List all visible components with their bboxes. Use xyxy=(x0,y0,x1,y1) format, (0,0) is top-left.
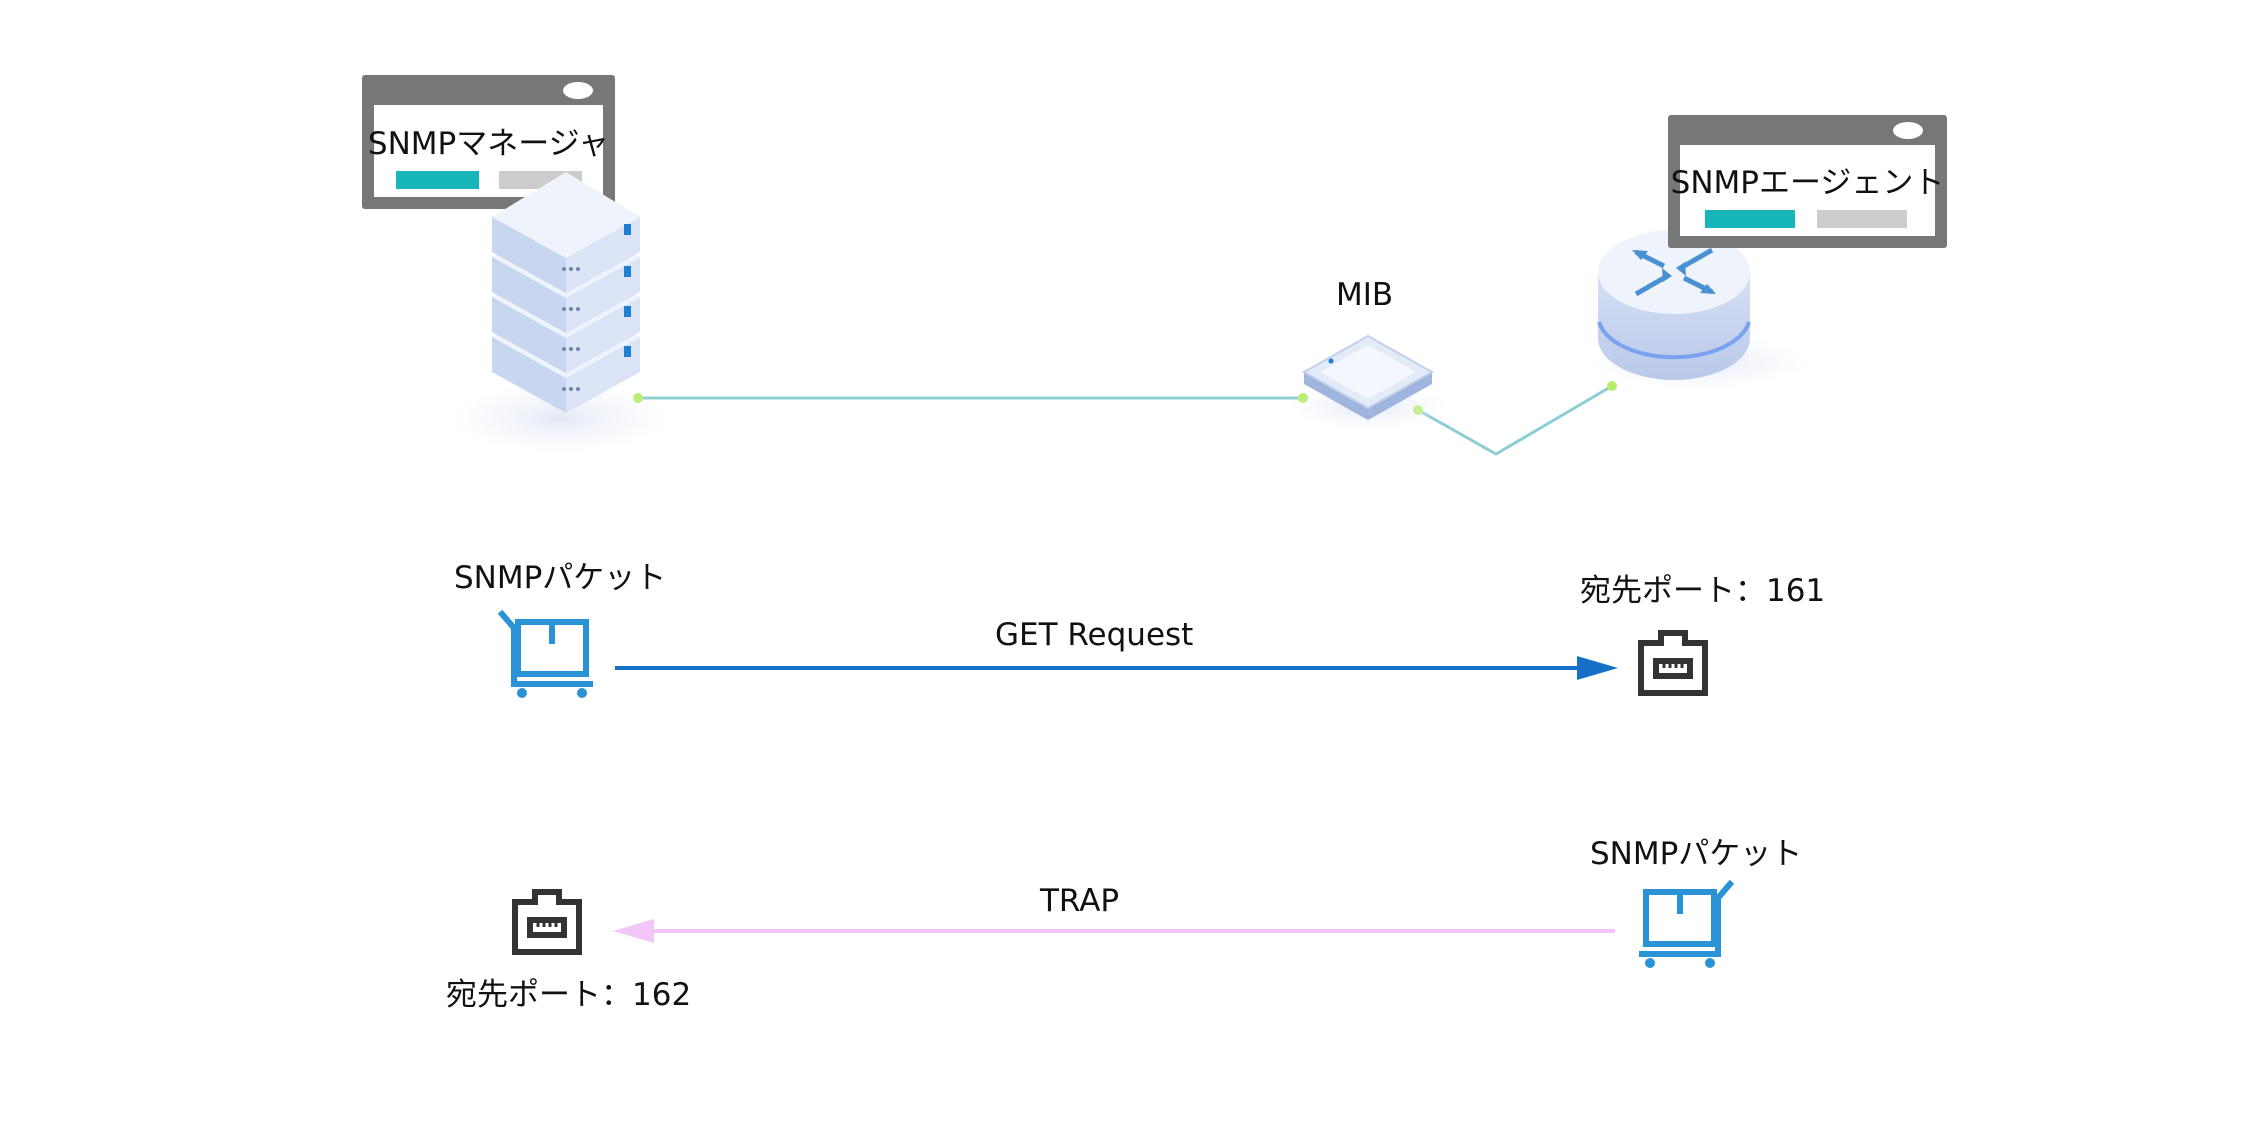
window-dot xyxy=(563,82,593,99)
manager-panel: SNMPマネージャ xyxy=(362,75,615,209)
trap-packet-label: SNMPパケット xyxy=(1590,836,1803,872)
network-links xyxy=(633,381,1617,456)
port-162-label: 宛先ポート：162 xyxy=(446,977,692,1013)
agent-title: SNMPエージェント xyxy=(1670,165,1945,201)
link-mib-agent xyxy=(1417,384,1613,456)
manager-title: SNMPマネージャ xyxy=(367,126,610,162)
cart-icon xyxy=(497,609,593,698)
window-dot xyxy=(1893,122,1923,139)
cart-icon xyxy=(1639,879,1735,968)
agent-panel: SNMPエージェント xyxy=(1668,115,1947,248)
server-stack-icon xyxy=(450,172,670,454)
get-request-label: GET Request xyxy=(995,617,1194,653)
get-packet-label: SNMPパケット xyxy=(454,560,667,596)
port-161-label: 宛先ポート：161 xyxy=(1580,573,1826,609)
status-bar-teal xyxy=(1705,210,1795,228)
trap-label: TRAP xyxy=(1040,883,1120,919)
status-bar-teal xyxy=(396,171,479,189)
router-icon xyxy=(1590,230,1810,390)
get-request-arrow xyxy=(615,656,1618,680)
trap-arrow xyxy=(613,919,1615,943)
ethernet-port-icon xyxy=(1638,630,1708,696)
access-point-icon xyxy=(1288,334,1448,430)
status-bar-gray xyxy=(499,171,582,189)
ethernet-port-icon xyxy=(512,889,582,955)
status-bar-gray xyxy=(1817,210,1907,228)
mib-label: MIB xyxy=(1336,277,1394,313)
link-node xyxy=(1607,381,1617,391)
